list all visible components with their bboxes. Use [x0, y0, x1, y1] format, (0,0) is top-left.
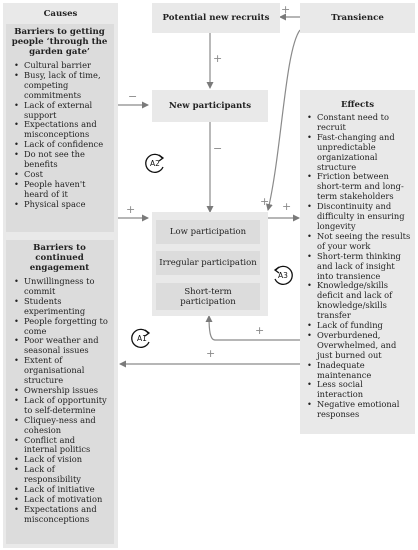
list-item: Lack of vision: [14, 454, 110, 465]
loop-a1-label: A1: [137, 334, 147, 343]
list-item: Students experimenting: [14, 296, 110, 317]
list-item: Negative emotional responses: [307, 399, 411, 420]
loop-a2-label: A2: [150, 159, 160, 168]
loop-a1-icon: [131, 328, 151, 348]
list-item: Cost: [14, 169, 110, 180]
sign-effects-participation: +: [255, 324, 265, 337]
list-item: Cliquey-ness and cohesion: [14, 415, 110, 436]
causes-heading: Causes: [43, 9, 78, 19]
barriers-entry-list: Cultural barrier Busy, lack of time, com…: [9, 60, 110, 210]
barriers-engagement-title: Barriers to continued engagement: [29, 243, 90, 273]
list-item: Lack of opportunity to self-determine: [14, 395, 110, 416]
barriers-engagement-list: Unwillingness to commit Students experim…: [9, 276, 110, 525]
list-item: Extent of organisational structure: [14, 355, 110, 386]
node-transience: Transience: [300, 3, 415, 33]
barriers-engagement-box: Barriers to continued engagement Unwilli…: [6, 240, 114, 544]
effects-heading: Effects: [340, 100, 375, 110]
list-item: People forgetting to come: [14, 316, 110, 337]
sign-transience-participation: +: [260, 195, 270, 208]
sign-recruits-new: +: [213, 52, 223, 65]
effects-panel: Effects Constant need to recruit Fast-ch…: [300, 90, 415, 434]
sign-new-participation: −: [213, 142, 223, 155]
sign-participation-effects: +: [282, 200, 292, 213]
list-item: Inadequate maintenance: [307, 360, 411, 381]
arrow-effects-to-participation: [205, 315, 300, 341]
list-item: Do not see the benefits: [14, 149, 110, 170]
loop-a3-icon: [273, 265, 293, 285]
barriers-entry-title: Barriers to getting people ‘through the …: [11, 27, 108, 57]
node-irregular-participation: Irregular participation: [156, 251, 260, 275]
list-item: Not seeing the results of your work: [307, 231, 411, 252]
list-item: Short-term thinking and lack of insight …: [307, 251, 411, 282]
list-item: Conflict and internal politics: [14, 435, 110, 456]
list-item: Physical space: [14, 199, 110, 210]
list-item: Lack of initiative: [14, 484, 110, 495]
list-item: Busy, lack of time, competing commitment…: [14, 70, 110, 101]
list-item: Fast-changing and unpredictable organiza…: [307, 132, 411, 173]
node-low-participation: Low participation: [156, 220, 260, 244]
sign-effects-causes: +: [206, 347, 216, 360]
list-item: Lack of responsibility: [14, 464, 110, 485]
node-short-term-participation: Short-term participation: [156, 283, 260, 310]
sign-causes-participation: +: [126, 203, 136, 216]
loop-a3-label: A3: [278, 271, 288, 280]
list-item: Friction between short-term and long-ter…: [307, 172, 411, 202]
effects-list: Constant need to recruit Fast-changing a…: [304, 112, 411, 420]
list-item: Ownership issues: [14, 385, 110, 396]
arrow-transience-to-participation: [265, 29, 301, 211]
list-item: Knowledge/skills deficit and lack of kno…: [307, 281, 411, 321]
sign-transience-recruits: +: [281, 3, 291, 16]
barriers-entry-box: Barriers to getting people ‘through the …: [6, 24, 114, 232]
sign-causes-new: −: [128, 90, 138, 103]
list-item: Discontinuity and difficulty in ensuring…: [307, 201, 411, 232]
loop-a2-icon: [145, 153, 165, 173]
list-item: People haven't heard of it: [14, 179, 110, 200]
list-item: Cultural barrier: [14, 60, 110, 71]
list-item: Less social interaction: [307, 380, 411, 400]
list-item: Poor weather and seasonal issues: [14, 336, 110, 356]
list-item: Expectations and misconceptions: [14, 120, 110, 140]
list-item: Constant need to recruit: [307, 112, 411, 133]
list-item: Overburdened, Overwhelmed, and just burn…: [307, 330, 411, 361]
node-new-participants: New participants: [152, 90, 268, 122]
list-item: Lack of funding: [307, 320, 411, 331]
list-item: Lack of external support: [14, 100, 110, 121]
list-item: Lack of motivation: [14, 494, 110, 505]
list-item: Unwillingness to commit: [14, 276, 110, 297]
list-item: Expectations and misconceptions: [14, 504, 110, 525]
list-item: Lack of confidence: [14, 139, 110, 150]
node-potential-new-recruits: Potential new recruits: [152, 3, 280, 33]
